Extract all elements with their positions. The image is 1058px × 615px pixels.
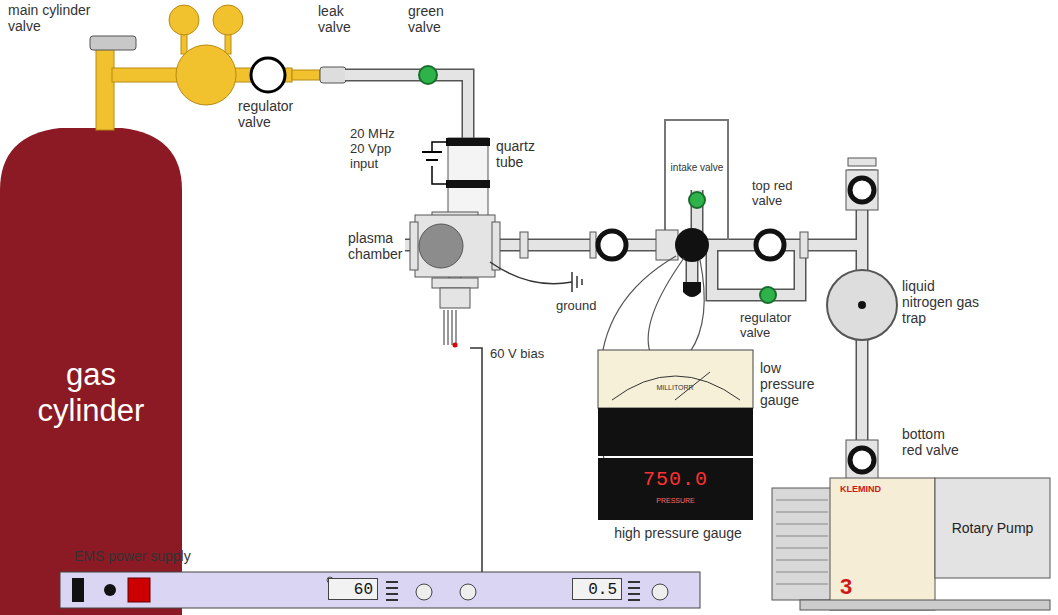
gas-cylinder xyxy=(0,36,320,615)
low-pressure-gauge xyxy=(598,350,753,456)
part-label: leak valve xyxy=(318,3,364,35)
bottom-red-valve xyxy=(850,448,874,472)
gas-regulator xyxy=(169,5,285,105)
top-red-valve xyxy=(756,231,784,259)
part-label: liquid nitrogen gas trap xyxy=(902,278,988,326)
high-pressure-gauge xyxy=(598,458,753,520)
feedthrough-wires xyxy=(444,310,456,345)
green-valve xyxy=(419,66,437,84)
part-label: green valve xyxy=(408,3,460,35)
part-label: 60 V bias xyxy=(490,346,570,361)
pressure-display: 750.0PRESSURE xyxy=(598,458,753,520)
node-text: 3 xyxy=(840,574,852,600)
node-title: KLEMIND xyxy=(840,484,881,494)
part-label: MILLITORR xyxy=(600,384,750,392)
node-text: 0.5 xyxy=(572,578,622,600)
bias-wire xyxy=(470,348,482,572)
node-title: Rotary Pump xyxy=(952,520,1034,536)
power-supply-panel: EMS power supply600.5 xyxy=(60,572,700,608)
part-label: regulator valve xyxy=(740,310,804,340)
rotary-pump xyxy=(772,478,1050,610)
bypass-valve xyxy=(760,287,776,303)
part-label: bottom red valve xyxy=(902,426,968,458)
node-title: EMS power supply xyxy=(74,548,191,564)
node-title: gas cylinder xyxy=(16,357,166,429)
node-text: 60 xyxy=(328,578,378,600)
part-label: plasma chamber xyxy=(348,230,410,262)
part-label: low pressure gauge xyxy=(760,360,832,408)
gauge-fitting xyxy=(675,228,709,262)
pump-front: KLEMIND 3 xyxy=(830,478,935,610)
leak-valve xyxy=(320,67,346,83)
nitrogen-trap xyxy=(827,270,897,340)
part-label: top red valve xyxy=(752,178,816,208)
part-label: regulator valve xyxy=(238,98,310,130)
node-title: 750.0 xyxy=(598,468,753,491)
part-label: quartz tube xyxy=(496,138,548,170)
pump-motor: Rotary Pump xyxy=(935,478,1050,578)
power-supply xyxy=(60,572,700,608)
part-label: high pressure gauge xyxy=(598,525,758,541)
part-label: 20 MHz 20 Vpp input xyxy=(350,126,412,171)
part-label: intake valve xyxy=(668,162,726,174)
part-label: main cylinder valve xyxy=(8,2,100,34)
part-label: ground xyxy=(556,298,616,313)
ring-valve xyxy=(598,231,626,259)
plasma-chamber xyxy=(410,212,596,308)
intake-valve xyxy=(689,192,705,208)
node-text: PRESSURE xyxy=(598,497,753,505)
ground-symbol xyxy=(490,262,582,292)
intake-loop xyxy=(665,120,728,245)
